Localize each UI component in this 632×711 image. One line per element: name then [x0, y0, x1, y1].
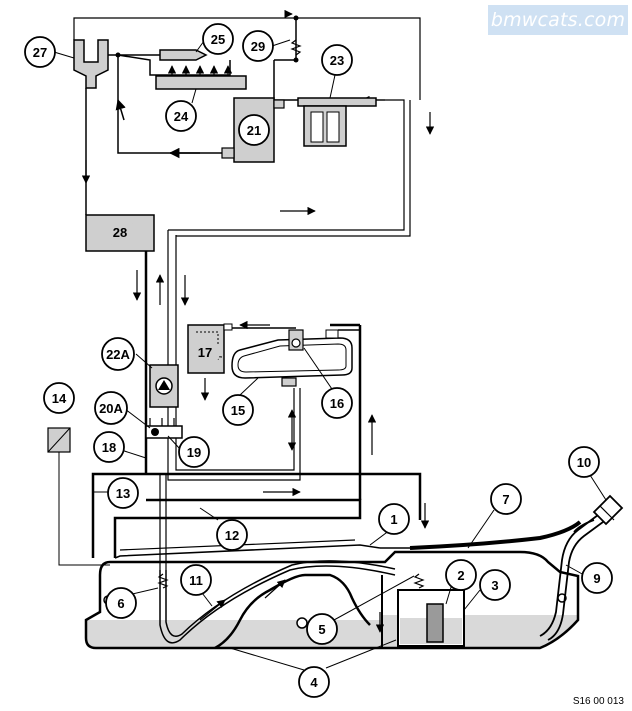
callout: 17	[190, 337, 220, 367]
callout: 9	[581, 562, 613, 594]
callout: 2	[445, 559, 477, 591]
callout: 15	[222, 394, 254, 426]
pressure-regulator-27	[73, 39, 118, 215]
callout: 11	[180, 564, 212, 596]
callout: 18	[93, 431, 125, 463]
callout: 19	[178, 436, 210, 468]
callout: 23	[321, 44, 353, 76]
callout: 4	[298, 666, 330, 698]
callout-label: 28	[113, 225, 127, 240]
callout-label: 13	[116, 486, 130, 501]
callout: 24	[165, 100, 197, 132]
callout-label: 14	[52, 391, 67, 406]
callout: 13	[107, 477, 139, 509]
callout-label: 20A	[99, 401, 123, 416]
callout-label: 11	[189, 573, 203, 588]
callout-label: 23	[330, 53, 344, 68]
callout: 29	[242, 30, 274, 62]
filler-pipe	[539, 514, 604, 641]
injector-25	[159, 49, 208, 61]
callout-label: 10	[577, 455, 591, 470]
filler-cap	[592, 494, 624, 526]
callout-label: 27	[33, 45, 47, 60]
callout-label: 9	[593, 571, 600, 586]
tank-bolt	[296, 617, 308, 629]
callout-label: 24	[174, 109, 189, 124]
callout-label: 25	[211, 32, 225, 47]
line-loops	[91, 472, 430, 559]
callout-label: 12	[225, 528, 239, 543]
loop-12	[113, 498, 362, 558]
callout: 27	[24, 36, 56, 68]
callout: 25	[202, 23, 234, 55]
callout: 16	[321, 387, 353, 419]
callout-label: 19	[187, 445, 201, 460]
callout-label: 6	[117, 596, 124, 611]
fuel-filter-23	[297, 97, 377, 147]
check-valve-29	[290, 39, 302, 56]
callout: 6	[105, 587, 137, 619]
tank-outline	[84, 550, 580, 650]
callout: 12	[216, 519, 248, 551]
callout: 5	[306, 613, 338, 645]
callout: 22A	[101, 337, 135, 371]
callout: 7	[490, 483, 522, 515]
expansion-tank-15	[231, 327, 360, 387]
spring-5	[413, 573, 425, 589]
callout-label: 2	[457, 568, 464, 583]
callout: 20A	[94, 391, 128, 425]
callouts: 27 25 29 23 24 21 28 22A 20A 14 18 19 17…	[24, 23, 613, 698]
callout-label: 1	[390, 512, 397, 527]
callout: 28	[105, 217, 135, 247]
fuel-level-left	[86, 620, 290, 648]
callout: 10	[568, 446, 600, 478]
suction-jet-pump	[159, 560, 396, 644]
valve-20A	[145, 418, 183, 439]
tank-saddle-hump	[214, 573, 371, 650]
fuel-rail-24	[155, 65, 247, 90]
spring-6	[157, 573, 169, 589]
callout-label: 17	[198, 345, 212, 360]
fuel-pump	[426, 603, 444, 643]
fuel-pump-housing	[375, 575, 465, 648]
callout: 21	[238, 114, 270, 146]
callout-label: 16	[330, 396, 344, 411]
callout-label: 5	[318, 622, 325, 637]
callout: 1	[378, 503, 410, 535]
callout-label: 21	[247, 123, 261, 138]
callout-label: 3	[491, 578, 498, 593]
callout-label: 7	[502, 492, 509, 507]
callout-label: 4	[310, 675, 318, 690]
callout-label: 18	[102, 440, 116, 455]
loop-13	[91, 472, 422, 558]
callout-label: 22A	[106, 347, 130, 362]
callout: 3	[479, 569, 511, 601]
pump-22A	[149, 364, 179, 408]
callout: 14	[43, 382, 75, 414]
watermark: bmwcats.com	[488, 5, 628, 35]
callout-label: 29	[251, 39, 265, 54]
callout-label: 15	[231, 403, 245, 418]
leader-lines	[53, 39, 607, 671]
figure-code: S16 00 013	[572, 696, 624, 707]
vent-line	[409, 520, 582, 550]
